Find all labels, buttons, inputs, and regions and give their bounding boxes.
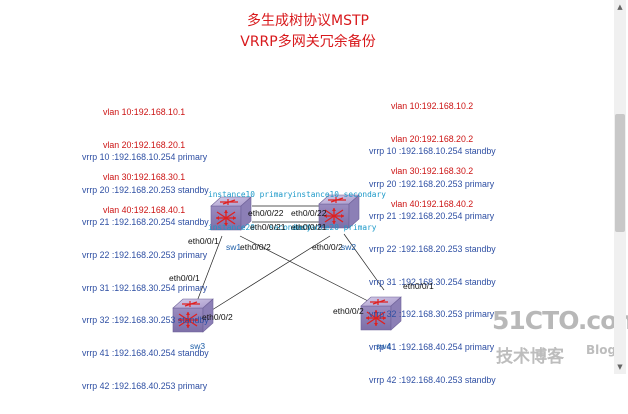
scroll-down-arrow-icon[interactable]: ▼	[617, 363, 623, 371]
link-sw1-sw4	[239, 235, 371, 303]
sw1-vrrp-10: vrrp 10 :192.168.10.254 primary	[82, 151, 208, 162]
sw1-vrrp-list: vrrp 10 :192.168.10.254 primary vrrp 20 …	[82, 130, 209, 414]
sw1-instance-10: instance10 primary	[208, 189, 293, 199]
sw4-port-e01: eth0/0/1	[403, 281, 434, 291]
sw1-port-e02: eth0/0/2	[240, 242, 271, 252]
sw1-instance-list: instance10 primary instance20 secondary	[208, 168, 311, 255]
sw2-vlan-20: vlan 20:192.168.20.2	[391, 133, 474, 144]
sw2-vrrp-41: vrrp 41 :192.168.40.254 primary	[369, 342, 495, 353]
sw2-vrrp-42: vrrp 42 :192.168.40.253 standby	[369, 374, 496, 385]
sw1-port-e022: eth0/0/22	[248, 208, 284, 218]
sw3-port-e02: eth0/0/2	[202, 312, 233, 322]
sw3-port-e01: eth0/0/1	[169, 273, 200, 283]
sw1-vrrp-22: vrrp 22 :192.168.20.253 primary	[82, 249, 208, 260]
sw2-vlan-30: vlan 30:192.168.30.2	[391, 166, 474, 177]
watermark-subtitle: 技术博客	[496, 347, 564, 367]
sw1-vlan-30: vlan 30:192.168.30.1	[103, 172, 186, 183]
sw1-vrrp-32: vrrp 32 :192.168.30.253 standby	[82, 315, 209, 326]
sw2-vrrp-21: vrrp 21 :192.168.20.254 primary	[369, 211, 495, 222]
watermark-logo: 51CTO.com	[492, 306, 628, 335]
link-sw2-sw4	[343, 233, 385, 291]
sw1-vrrp-20: vrrp 20 :192.168.20.253 standby	[82, 184, 209, 195]
scroll-up-arrow-icon[interactable]: ▲	[617, 3, 623, 11]
sw2-vrrp-22: vrrp 22 :192.168.20.253 standby	[369, 243, 496, 254]
sw1-vlan-20: vlan 20:192.168.20.1	[103, 139, 186, 150]
sw2-vlan-40: vlan 40:192.168.40.2	[391, 198, 474, 209]
diagram-page: 多生成树协议MSTP VRRP多网关冗余备份	[82, 0, 628, 391]
sw2-vlan-10: vlan 10:192.168.10.2	[391, 100, 474, 111]
sw1-vrrp-21: vrrp 21 :192.168.20.254 standby	[82, 217, 209, 228]
sw1-port-e01: eth0/0/1	[188, 236, 219, 246]
sw1-vlan-10: vlan 10:192.168.10.1	[103, 106, 186, 117]
sw1-vlan-list: vlan 10:192.168.10.1 vlan 20:192.168.20.…	[103, 85, 185, 238]
network-topology	[172, 194, 402, 333]
link-sw1-sw3	[195, 235, 223, 305]
sw1-vrrp-41: vrrp 41 :192.168.40.254 standby	[82, 348, 209, 359]
sw2-vrrp-32: vrrp 32 :192.168.30.253 primary	[369, 309, 495, 320]
sw2-vrrp-list: vrrp 10 :192.168.10.254 standby vrrp 20 …	[369, 124, 496, 408]
sw1-vlan-40: vlan 40:192.168.40.1	[103, 204, 186, 215]
sw2-vrrp-31: vrrp 31 :192.168.30.254 standby	[369, 276, 496, 287]
sw1-instance-20: instance20 secondary	[208, 222, 312, 232]
switch-sw3-label: sw3	[190, 341, 206, 351]
sw4-port-e02: eth0/0/2	[333, 306, 364, 316]
sw2-instance-list: instance10 secondary instance20 primary	[292, 168, 386, 255]
sw2-port-e02: eth0/0/2	[312, 242, 343, 252]
diagram-subtitle: VRRP多网关冗余备份	[240, 34, 376, 50]
sw2-instance-20: instance20 primary	[292, 222, 377, 232]
sw2-vlan-list: vlan 10:192.168.10.2 vlan 20:192.168.20.…	[391, 79, 473, 232]
link-sw2-sw3	[211, 235, 331, 311]
sw1-vrrp-42: vrrp 42 :192.168.40.253 primary	[82, 380, 208, 391]
switch-sw4-label: sw4	[376, 341, 392, 351]
sw1-port-e021: eth0/0/21	[250, 222, 286, 232]
sw2-port-e021: eth0/0/21	[291, 222, 327, 232]
switch-sw1-label: sw1	[226, 242, 242, 252]
sw2-instance-10: instance10 secondary	[292, 189, 386, 199]
sw1-vrrp-31: vrrp 31 :192.168.30.254 primary	[82, 282, 208, 293]
diagram-title: 多生成树协议MSTP	[247, 13, 369, 29]
sw2-vrrp-20: vrrp 20 :192.168.20.253 primary	[369, 178, 495, 189]
sw2-port-e022: eth0/0/22	[291, 208, 327, 218]
sw2-vrrp-10: vrrp 10 :192.168.10.254 standby	[369, 145, 496, 156]
scrollbar-thumb[interactable]	[615, 114, 625, 232]
watermark-blog: Blog	[586, 343, 617, 357]
switch-sw2-label: sw2	[341, 242, 357, 252]
